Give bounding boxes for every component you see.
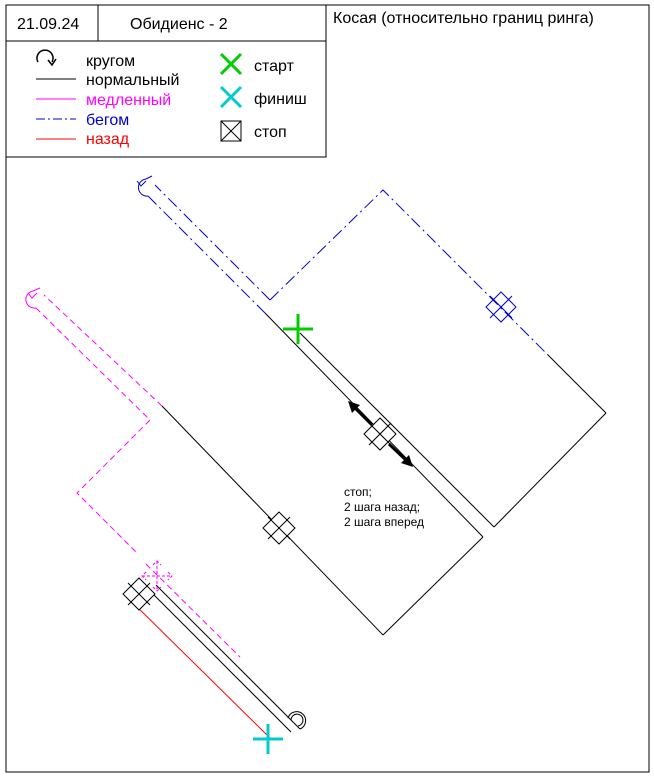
annotation-line-2: 2 шага назад; [344,500,420,514]
annotation-line-1: стоп; [344,485,372,499]
step-arrow-head-back [348,401,360,413]
legend-label-turn: кругом [86,53,135,70]
legend-label-back: назад [86,131,130,148]
turn-icon-arrow [47,58,57,67]
run-turn-icon [138,175,153,197]
legend-label-finish: финиш [254,91,307,108]
annotation-line-3: 2 шага вперед [344,515,424,529]
outer-frame [5,4,650,773]
title-label: Обидиенс - 2 [130,16,228,33]
route-normal-right [161,312,607,636]
legend-label-run: бегом [86,112,129,129]
bottom-turn-icon [287,711,307,730]
step-arrow-head-forward [401,455,413,467]
date-label: 21.09.24 [17,16,79,33]
stop-marker-middle [262,511,296,545]
legend-finish-icon [219,85,243,109]
subtitle-label: Косая (относительно границ ринга) [333,10,594,27]
bottom-turn-icon-inner [290,713,304,727]
route-back [123,593,271,739]
legend-label-stop: стоп [254,124,287,141]
slow-turn-icon [25,287,41,309]
finish-marker [253,724,283,754]
step-arrows-icon [351,404,410,464]
legend-stop-icon [220,120,242,142]
legend-label-slow: медленный [86,92,171,109]
slow-turn-arrow [27,292,38,299]
legend-label-start: старт [254,58,295,75]
legend-start-icon [219,52,243,76]
stop-marker-top [363,417,397,451]
start-marker [283,314,313,344]
run-turn-arrow [136,180,147,187]
legend-label-normal: нормальный [86,72,179,89]
legend-line-samples [36,49,76,140]
run-stop-marker [485,291,517,323]
stop-marker-bottom [122,577,156,611]
route-slow [35,294,241,658]
turn-icon [36,49,54,63]
route-run [147,184,549,356]
legend-box [5,4,327,158]
route-normal-left [123,579,301,733]
